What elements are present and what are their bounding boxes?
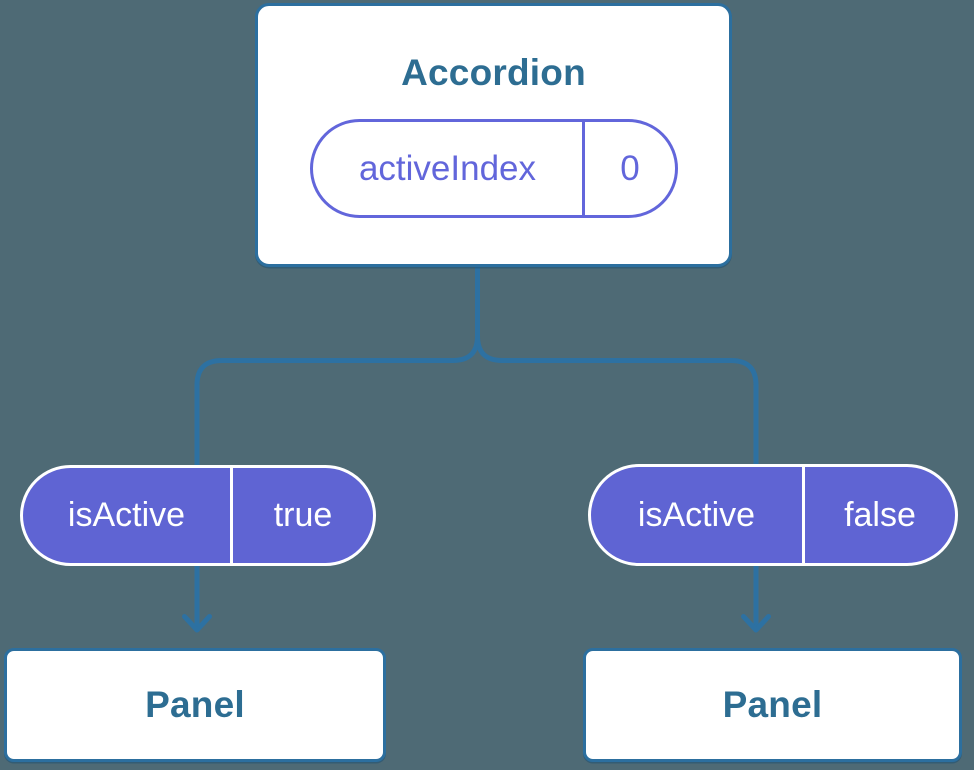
prop-name-label: isActive: [67, 496, 186, 534]
root-component-title: Accordion: [401, 52, 586, 93]
down-arrow-left-icon: [182, 614, 212, 633]
root-component-box: Accordion activeIndex 0: [255, 3, 732, 267]
pill-divider: [230, 468, 233, 563]
child-component-title: Panel: [722, 684, 823, 725]
pill-divider: [582, 122, 585, 215]
prop-value-label: false: [844, 495, 916, 534]
prop-pill-left: isActive true: [20, 465, 376, 566]
prop-value-label: true: [273, 496, 333, 534]
branch-line-right: [475, 266, 759, 626]
child-component-box-right: Panel: [583, 648, 962, 762]
branch-line-left: [194, 266, 480, 626]
child-component-title: Panel: [145, 684, 245, 725]
down-arrow-right-icon: [741, 614, 771, 633]
pill-divider: [802, 467, 805, 563]
state-value-label: 0: [620, 148, 640, 188]
root-state-pill: activeIndex 0: [310, 119, 678, 218]
prop-pill-right: isActive false: [588, 464, 958, 566]
state-name-label: activeIndex: [358, 148, 537, 188]
child-component-box-left: Panel: [4, 648, 386, 762]
prop-name-label: isActive: [637, 495, 756, 534]
